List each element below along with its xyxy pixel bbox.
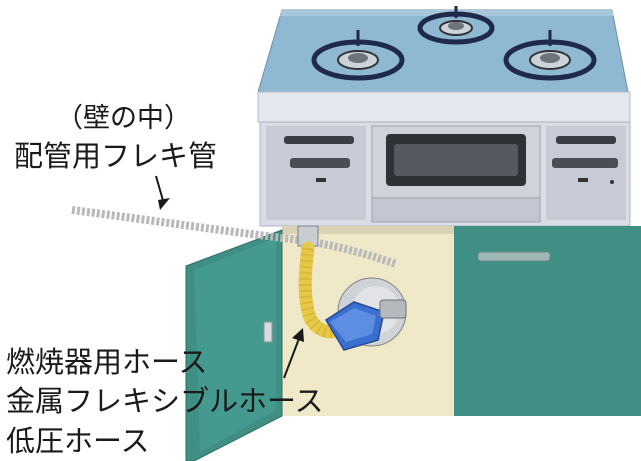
- hose-arrowhead: [292, 328, 304, 342]
- stove-front-rim: [257, 91, 631, 123]
- hose-label-line1: 燃焼器用ホース: [6, 345, 208, 379]
- gas-stove: [257, 6, 631, 227]
- wall-pipe-label-line1: （壁の中）: [56, 103, 191, 134]
- cabinet-right-handle: [477, 251, 551, 262]
- gas-hose: [298, 241, 347, 339]
- door-hinge: [263, 321, 273, 343]
- wall-pipe-label-line2: 配管用フレキ管: [14, 139, 218, 173]
- gas-valve: [324, 277, 407, 351]
- hose-label-line2: 金属フレキシブルホース: [6, 384, 324, 418]
- kitchen-cabinet: [185, 226, 641, 461]
- callout-arrows: [155, 175, 304, 379]
- hose-label-line3: 低圧ホース: [6, 424, 150, 458]
- wall-pipe-arrowhead: [158, 198, 170, 210]
- stove-top-surface: [257, 9, 629, 93]
- hose-arrow-line: [283, 335, 301, 379]
- burner-right: [503, 30, 597, 81]
- burner-center: [417, 6, 495, 45]
- burner-left: [311, 30, 405, 81]
